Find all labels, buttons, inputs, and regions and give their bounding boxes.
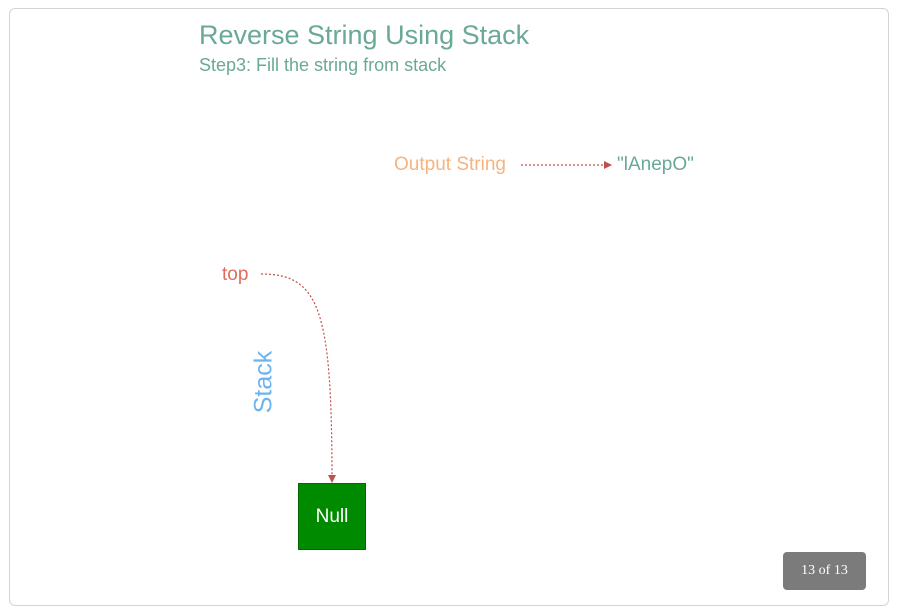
slide-subtitle: Step3: Fill the string from stack [199,55,447,75]
stack-top-label: top [222,264,249,285]
stack-item-null: Null [298,483,366,550]
slide-title: Reverse String Using Stack [199,20,530,50]
slide-frame [9,8,889,606]
output-string-value: "lAnepO" [617,154,694,175]
page-counter-badge: 13 of 13 [783,552,866,590]
stack-label: Stack [249,350,278,414]
stack-item-label: Null [315,505,349,527]
output-string-label: Output String [394,154,506,175]
